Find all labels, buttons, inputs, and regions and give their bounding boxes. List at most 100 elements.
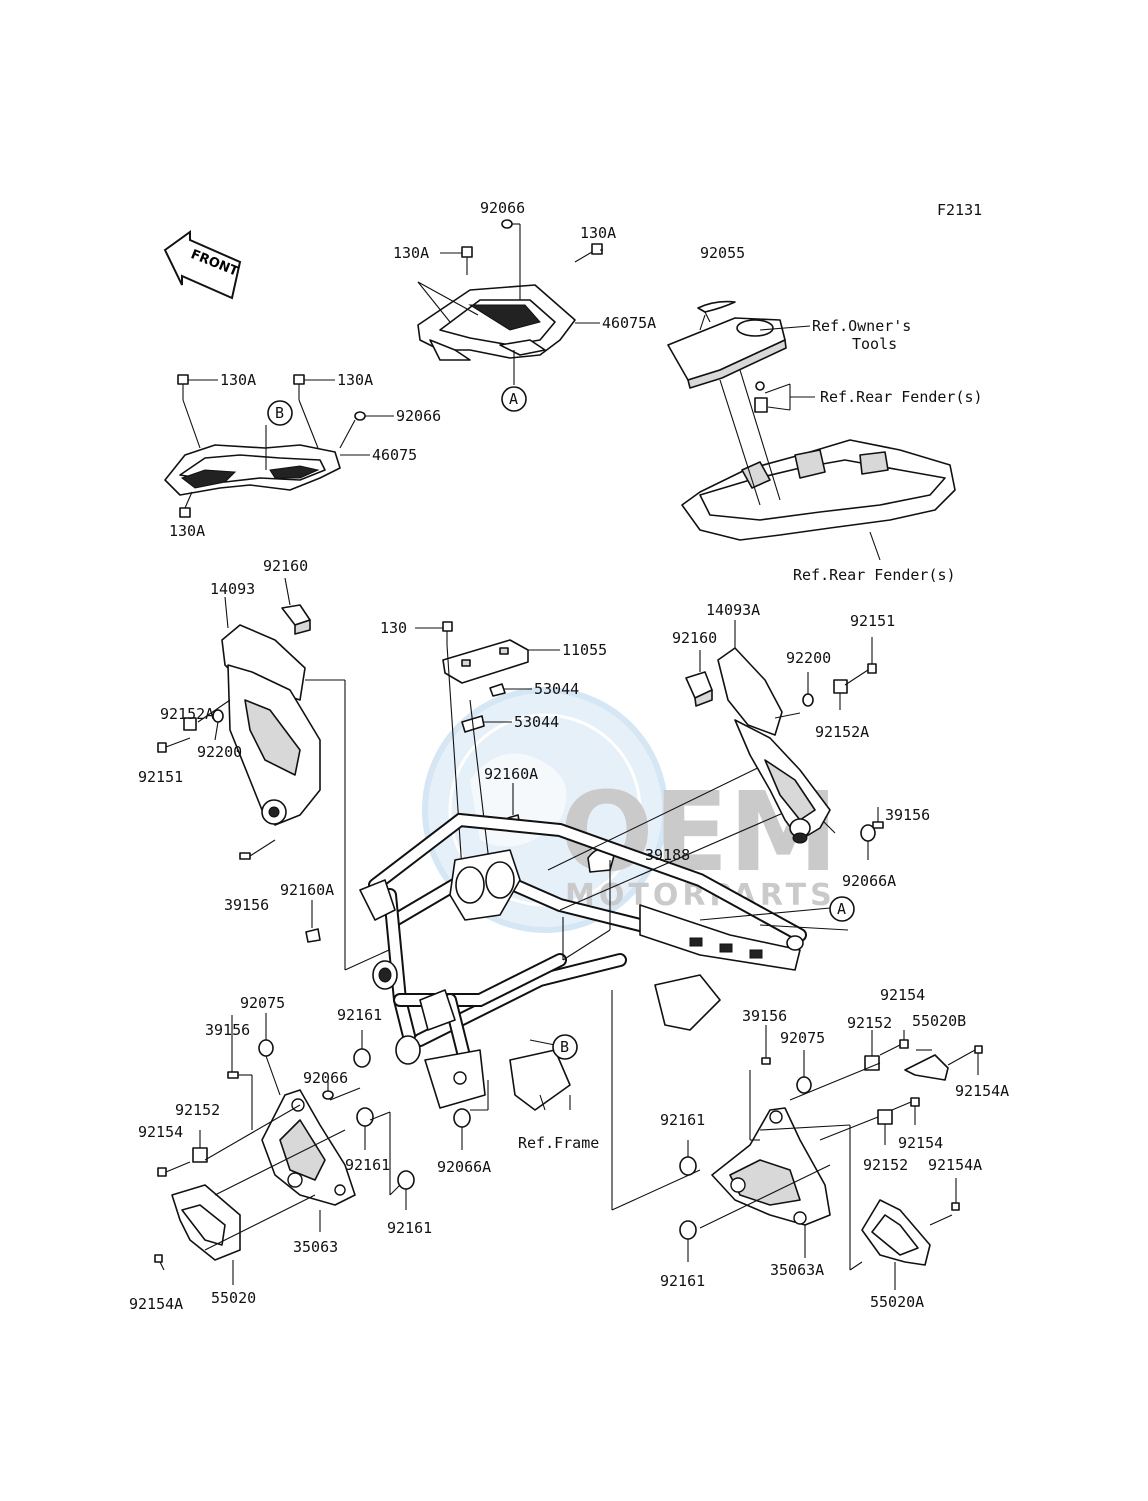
leaders-frame xyxy=(529,761,849,1111)
label-130A-tr: 130A xyxy=(580,224,616,242)
label-92160-right: 92160 xyxy=(672,629,717,647)
grab-rail-46075[interactable] xyxy=(164,444,341,496)
leaders-lower-right xyxy=(611,990,979,1290)
label-130A-l3: 130A xyxy=(169,522,205,540)
grab-rail-46075A[interactable] xyxy=(417,284,576,361)
bolt-92154-left[interactable] xyxy=(157,1161,191,1177)
label-53044-b: 53044 xyxy=(514,713,559,731)
label-92161-left-1: 92161 xyxy=(345,1156,390,1174)
label-92154-right-1: 92154 xyxy=(880,986,925,1004)
callout-B-frame-label: B xyxy=(560,1038,569,1056)
bolt-130A-left-3[interactable] xyxy=(179,507,191,518)
bush-92161-right-2[interactable] xyxy=(679,1220,697,1240)
leaders-left-rail xyxy=(182,379,394,509)
bush-92161-center[interactable] xyxy=(353,1048,371,1068)
callout-B-frame xyxy=(552,1034,578,1060)
label-92161-center: 92161 xyxy=(337,1006,382,1024)
label-14093A: 14093A xyxy=(706,601,760,619)
band-39156-lower-left[interactable] xyxy=(227,1071,239,1079)
callout-A-frame xyxy=(829,896,855,922)
nut-92075-left[interactable] xyxy=(258,1039,274,1057)
footpeg-bracket-35063[interactable] xyxy=(261,1089,356,1206)
label-35063A: 35063A xyxy=(770,1261,824,1279)
bolt-92154A-right-1[interactable] xyxy=(974,1045,983,1054)
label-92152A-right: 92152A xyxy=(815,723,869,741)
footpeg-bracket-35063A[interactable] xyxy=(711,1107,831,1226)
nut-92075-right[interactable] xyxy=(796,1076,812,1094)
label-55020: 55020 xyxy=(211,1289,256,1307)
collar-92152A-right[interactable] xyxy=(833,679,848,694)
label-92161-left-2: 92161 xyxy=(387,1219,432,1237)
bush-92161-right-1[interactable] xyxy=(679,1156,697,1176)
label-92160A-center: 92160A xyxy=(484,765,538,783)
damper-92160-left[interactable] xyxy=(281,604,311,635)
label-92154A-right-1: 92154A xyxy=(955,1082,1009,1100)
bush-92161-left-2[interactable] xyxy=(397,1170,415,1190)
label-14093: 14093 xyxy=(210,580,255,598)
label-92154A-lower-left: 92154A xyxy=(129,1295,183,1313)
clip-53044-a[interactable] xyxy=(489,683,506,697)
side-cover-14093[interactable] xyxy=(221,624,321,826)
bolt-130A-left-1[interactable] xyxy=(177,374,189,400)
strap-92055[interactable] xyxy=(697,300,736,323)
label-92160A-left: 92160A xyxy=(280,881,334,899)
nut-92160A-left[interactable] xyxy=(305,928,321,943)
label-39156-lower-left: 39156 xyxy=(205,1021,250,1039)
label-92161-right-2: 92161 xyxy=(660,1272,705,1290)
label-92152-left: 92152 xyxy=(175,1101,220,1119)
bolt-130-center[interactable] xyxy=(442,621,453,645)
front-arrow-icon: FRONT xyxy=(163,230,242,300)
damper-92160-right[interactable] xyxy=(685,671,713,707)
washer-92066-top[interactable] xyxy=(501,219,513,229)
washer-92066-left[interactable] xyxy=(354,411,366,421)
bolt-92151-right[interactable] xyxy=(867,663,877,674)
label-39156-right: 39156 xyxy=(885,806,930,824)
label-35063: 35063 xyxy=(293,1238,338,1256)
grommet-92200-left[interactable] xyxy=(212,709,224,723)
nut-92066A-center[interactable] xyxy=(453,1108,471,1128)
band-39156-lower-right[interactable] xyxy=(761,1057,771,1065)
bolt-130A-left-2[interactable] xyxy=(293,374,305,400)
label-92154A-right-2: 92154A xyxy=(928,1156,982,1174)
label-92152-right-2: 92152 xyxy=(863,1156,908,1174)
main-frame xyxy=(359,812,807,1111)
bolt-92151-left[interactable] xyxy=(157,737,191,753)
band-39156-right[interactable] xyxy=(872,821,884,829)
band-39156-left[interactable] xyxy=(239,852,251,860)
heel-guard-55020A[interactable] xyxy=(861,1199,931,1266)
owners-tools-pouch xyxy=(667,317,787,389)
label-92161-right-1: 92161 xyxy=(660,1111,705,1129)
label-55020B: 55020B xyxy=(912,1012,966,1030)
leaders-lower-left xyxy=(159,1013,489,1285)
label-92154-left: 92154 xyxy=(138,1123,183,1141)
bolt-92154-right-2[interactable] xyxy=(910,1097,920,1107)
washer-92066-center[interactable] xyxy=(322,1090,334,1100)
collar-92152-right-2[interactable] xyxy=(877,1109,893,1125)
label-46075A: 46075A xyxy=(602,314,656,332)
grommet-92200-right[interactable] xyxy=(802,693,814,707)
heel-guard-55020B[interactable] xyxy=(904,1054,949,1081)
rear-fender xyxy=(681,439,956,541)
label-ref-frame: Ref.Frame xyxy=(518,1134,599,1152)
fender-clip xyxy=(754,381,768,413)
part-labels: 92066 130A 130A 46075A 130A 130A 92066 4… xyxy=(129,199,1009,1313)
label-ref-rear-fender-2: Ref.Rear Fender(s) xyxy=(793,566,956,584)
heel-guard-55020[interactable] xyxy=(171,1184,241,1261)
bolt-92154-right-1[interactable] xyxy=(899,1039,909,1049)
bolt-130A-top-right[interactable] xyxy=(574,243,603,263)
side-cover-14093A[interactable] xyxy=(717,647,831,844)
bracket-11055[interactable] xyxy=(442,639,529,684)
bolt-130A-top-left[interactable] xyxy=(461,246,473,275)
bolt-92154A-right-2[interactable] xyxy=(951,1202,960,1211)
label-11055: 11055 xyxy=(562,641,607,659)
leaders-fender xyxy=(699,314,881,561)
nut-92066A-right[interactable] xyxy=(860,824,876,842)
label-92055: 92055 xyxy=(700,244,745,262)
collar-92152-left[interactable] xyxy=(192,1147,208,1163)
label-92075-right: 92075 xyxy=(780,1029,825,1047)
bolt-92154A-left[interactable] xyxy=(154,1254,163,1263)
collar-92152A-left[interactable] xyxy=(183,717,197,731)
label-39156-left: 39156 xyxy=(224,896,269,914)
leaders-right-cover xyxy=(699,620,879,860)
bush-92161-left-1[interactable] xyxy=(356,1107,374,1127)
